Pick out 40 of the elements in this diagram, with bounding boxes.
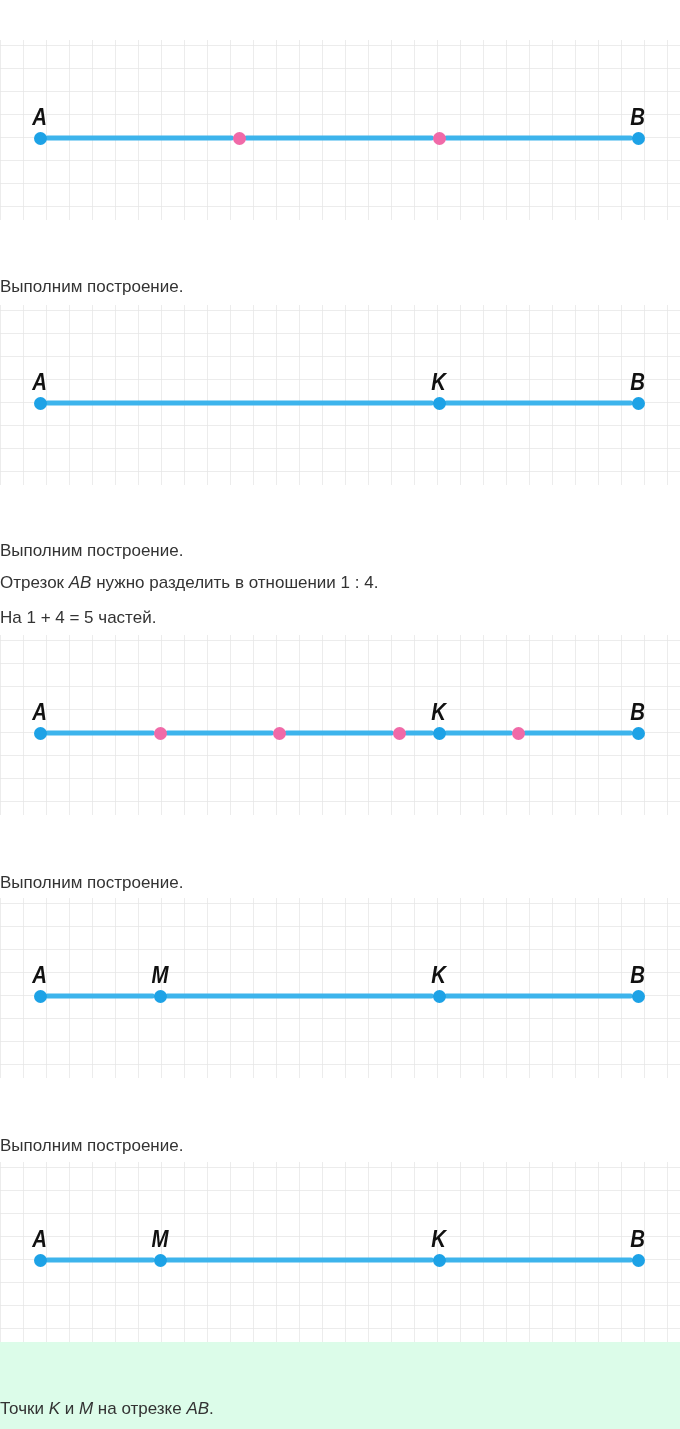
line-segment xyxy=(523,730,633,736)
line-segment xyxy=(444,730,513,736)
point-label: B xyxy=(630,105,646,129)
line-segment xyxy=(444,135,633,141)
line-segment xyxy=(284,730,394,736)
note-text: Выполним построение. xyxy=(0,1135,184,1157)
note-text: На 1 + 4 = 5 частей. xyxy=(0,607,157,629)
point-label: A xyxy=(32,1227,48,1251)
point-label: A xyxy=(32,370,48,394)
line-segment xyxy=(165,1257,434,1263)
point-label: B xyxy=(630,963,646,987)
point-label: B xyxy=(630,370,646,394)
point-label: A xyxy=(32,105,48,129)
point-label: A xyxy=(32,700,48,724)
point-label: B xyxy=(630,1227,646,1251)
point-label: K xyxy=(431,370,447,394)
note-text: Отрезок AB нужно разделить в отношении 1 : 4. xyxy=(0,572,379,594)
note-text: Выполним построение. xyxy=(0,276,184,298)
point-label: K xyxy=(431,963,447,987)
point-label: K xyxy=(431,700,447,724)
line-segment xyxy=(244,135,434,141)
point-label: B xyxy=(630,700,646,724)
line-segment xyxy=(404,730,434,736)
line-segment xyxy=(45,135,234,141)
line-segment xyxy=(45,730,155,736)
line-segment xyxy=(165,993,434,999)
line-segment xyxy=(444,400,633,406)
point-label: M xyxy=(151,1227,169,1251)
line-segment xyxy=(444,1257,633,1263)
line-segment xyxy=(444,993,633,999)
note-text: Выполним построение. xyxy=(0,872,184,894)
line-segment xyxy=(45,1257,155,1263)
line-segment xyxy=(45,993,155,999)
note-text: Выполним построение. xyxy=(0,540,184,562)
point-label: M xyxy=(151,963,169,987)
line-segment xyxy=(45,400,434,406)
line-segment xyxy=(165,730,274,736)
point-label: K xyxy=(431,1227,447,1251)
point-label: A xyxy=(32,963,48,987)
note-text: Точки K и M на отрезке AB. xyxy=(0,1398,214,1420)
